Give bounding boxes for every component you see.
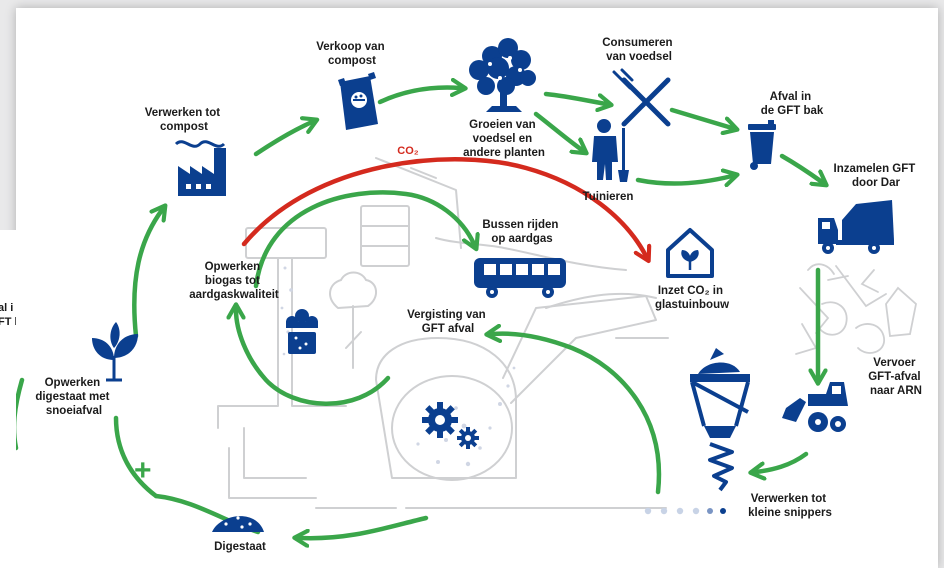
tree-icon [469, 38, 536, 112]
label-verwerken-compost: Verwerken tot compost [145, 107, 224, 133]
left-edge-fragment: al i FT b [0, 230, 16, 568]
factory-icon [174, 140, 226, 196]
progress-dots [644, 507, 726, 515]
bus-icon [474, 258, 566, 298]
label-co2: CO₂ [397, 145, 419, 157]
label-opwerken-digestaat: Opwerken digestaat met snoeiafval [35, 377, 112, 417]
compost-bag-icon [338, 72, 378, 130]
trash-bin-icon [748, 120, 776, 170]
loader-icon [782, 382, 848, 432]
label-bussen: Bussen rijden op aardgas [482, 219, 561, 245]
label-verkoop-compost: Verkoop van compost [316, 41, 388, 67]
label-vervoer: Vervoer GFT-afval naar ARN [868, 357, 924, 397]
co2-arrow [241, 157, 646, 256]
label-inzet-co2: Inzet CO₂ in glastuinbouw [655, 285, 729, 311]
plus-sign: + [134, 454, 152, 487]
flow-arrows [16, 88, 822, 539]
label-afval-gft: Afval in de GFT bak [761, 91, 824, 117]
gears-icon [422, 402, 479, 449]
label-opwerken-biogas: Opwerken biogas tot aardgaskwaliteit [189, 261, 279, 301]
label-vergisting: Vergisting van GFT afval [407, 309, 489, 335]
digestate-pile-icon [212, 516, 264, 532]
label-digestaat: Digestaat [214, 541, 266, 553]
plant-icon [92, 322, 138, 382]
left-fragment-1: al i [0, 302, 14, 314]
gft-cycle-diagram: Verkoop van compost Verwerken tot compos… [16, 37, 924, 553]
biogas-bubbles [280, 266, 516, 467]
label-consumeren: Consumeren van voedsel [602, 37, 676, 63]
background-sketch [217, 157, 669, 509]
tree-fruit [488, 56, 522, 80]
diagram-card: Verkoop van compost Verwerken tot compos… [16, 8, 938, 568]
label-groeien: Groeien van voedsel en andere planten [463, 119, 545, 159]
gardener-icon [592, 119, 629, 182]
cutlery-icon [612, 68, 671, 127]
label-verwerken-snippers: Verwerken tot kleine snippers [748, 493, 832, 519]
label-inzamelen: Inzamelen GFT door Dar [834, 163, 919, 189]
left-fragment-2: FT b [0, 316, 16, 328]
biogas-plant-icon [286, 309, 318, 354]
truck-icon [818, 200, 894, 254]
greenhouse-icon [666, 228, 714, 278]
organic-waste-sketch [795, 263, 917, 355]
label-tuinieren: Tuinieren [583, 191, 634, 203]
shredder-icon [690, 348, 750, 492]
